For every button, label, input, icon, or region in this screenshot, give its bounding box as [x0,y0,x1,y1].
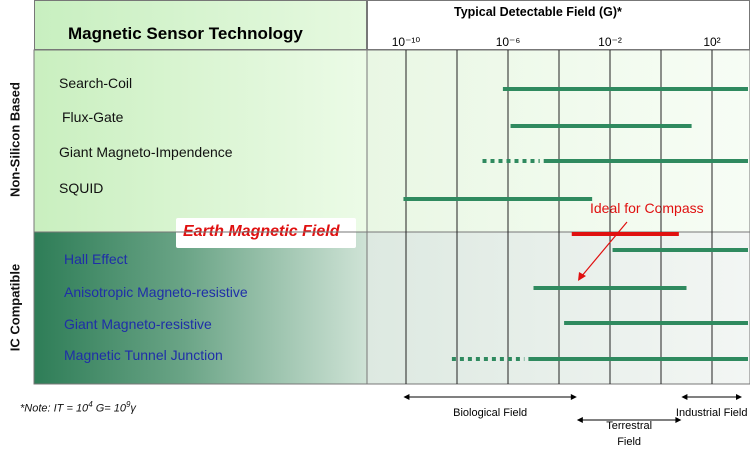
tick-label: 10⁻² [598,35,622,49]
field-range-arrow-right [736,394,742,400]
sensor-label-flux-gate: Flux-Gate [62,109,124,125]
field-range-arrow-left [403,394,410,400]
footnote-exp2: 9 [125,400,131,409]
sensor-label-hall-effect: Hall Effect [64,251,128,267]
footnote-mid: G= 10 [92,402,126,415]
tick-label: 10⁻⁶ [496,35,521,49]
field-range-label: Terrestral [606,420,652,432]
field-range-label: Biological Field [453,407,527,419]
tick-label: 10² [703,35,720,49]
field-range-arrow-left [576,417,583,423]
sensor-label-search-coil: Search-Coil [59,75,133,91]
field-range-label: Industrial Field [676,407,748,419]
field-range-arrow-right [675,417,682,423]
chart-title: Magnetic Sensor Technology [68,24,303,43]
footnote: *Note: IT = 104 G= 109γ [20,400,136,415]
earth-field-callout [176,218,356,248]
annotation-ideal-compass: Ideal for Compass [590,200,704,216]
footnote-suffix: γ [130,402,136,415]
footnote-prefix: *Note: IT = 10 [20,402,89,415]
field-range-arrow-right [570,394,577,400]
tick-label: 10⁻¹⁰ [392,35,421,49]
sensor-label-gmr: Giant Magneto-resistive [64,316,212,332]
sensor-label-mtj: Magnetic Tunnel Junction [64,347,223,363]
header-left-panel [34,0,367,50]
plot-frame [33,49,750,385]
group-panel-ic-compatible [34,232,367,384]
footnote-exp1: 4 [88,400,93,409]
annotation-arrow-line [580,221,628,278]
field-range-label: Field [617,436,641,448]
group-panel-non-silicon [34,50,367,232]
header-right-panel [367,0,750,50]
group-side-non-silicon [0,50,34,232]
annotation-arrow-head [578,272,586,281]
field-range-arrow-left [681,394,688,400]
sensor-label-gmi: Giant Magneto-Impendence [59,144,233,160]
axis-title: Typical Detectable Field (G)* [454,5,622,19]
sensor-label-squid: SQUID [59,180,104,196]
sensor-label-amr: Anisotropic Magneto-resistive [64,284,248,300]
